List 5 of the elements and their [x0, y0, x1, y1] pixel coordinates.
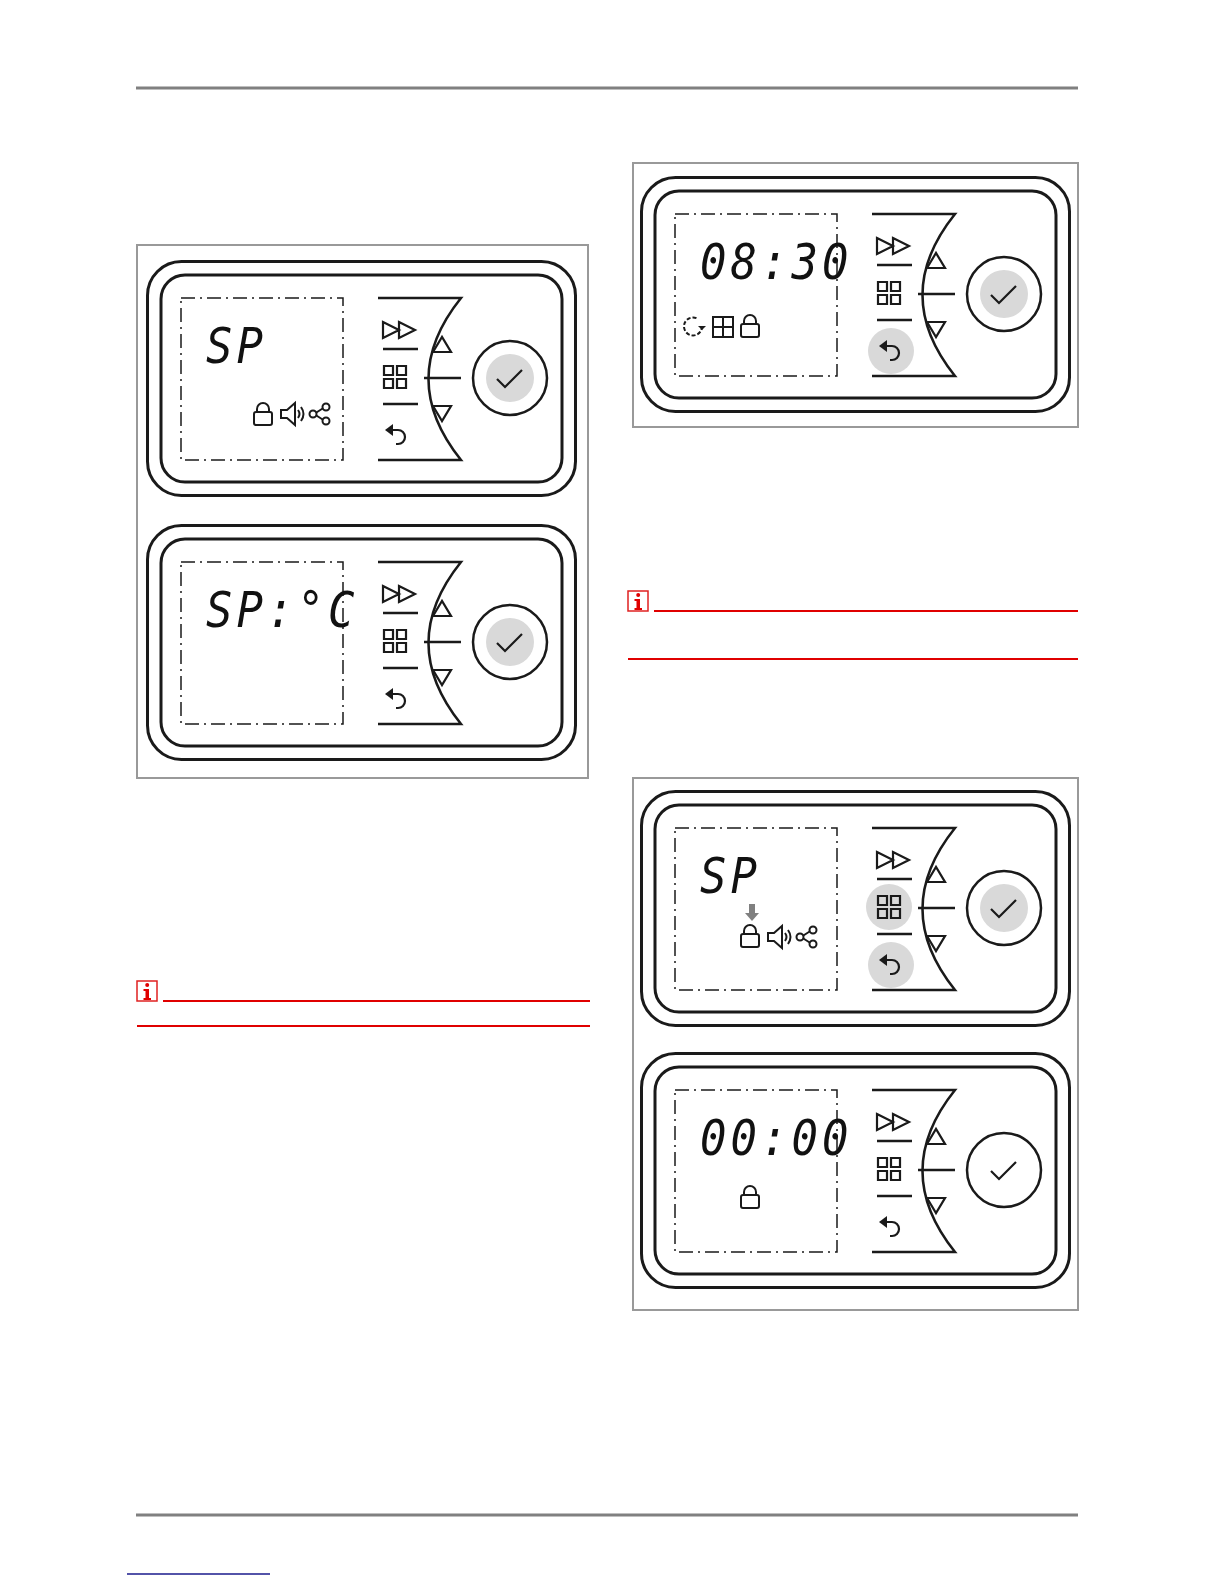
display-readout: 00:00	[700, 1110, 853, 1166]
display-readout: 08:30	[700, 234, 853, 290]
display-readout: SP	[206, 318, 267, 374]
display-readout: SP	[700, 848, 761, 904]
display-readout: SP:°C	[206, 582, 359, 638]
